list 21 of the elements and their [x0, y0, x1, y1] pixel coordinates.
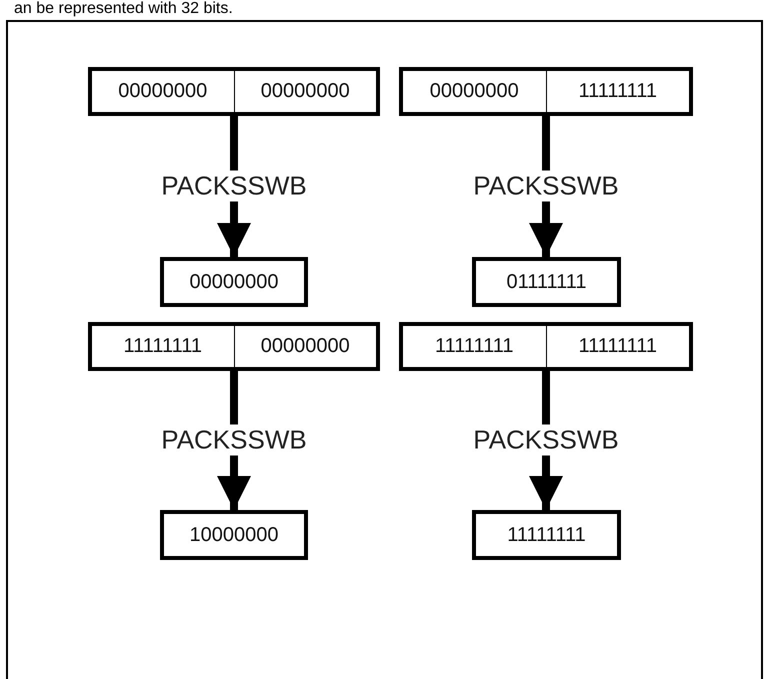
bit-value: 00000000	[234, 71, 376, 112]
register-box	[399, 322, 693, 371]
bit-value: 11111111	[434, 335, 515, 358]
bit-value: 10000000	[188, 524, 280, 546]
result-box	[160, 257, 308, 307]
bit-value: 01111111	[505, 270, 588, 294]
result-box	[472, 510, 621, 560]
bit-value: 11111111	[506, 524, 587, 546]
text-note: an be represented with 32 bits.	[14, 0, 233, 18]
register-box	[399, 67, 693, 116]
result-box	[160, 510, 308, 560]
bit-value: 00000000	[188, 270, 280, 294]
bit-value: 11111111	[122, 335, 204, 358]
bit-value: 11111111	[546, 326, 689, 367]
register-box	[88, 67, 380, 116]
bit-value: 11111111	[546, 71, 689, 112]
bit-value: 00000000	[117, 80, 208, 103]
bit-value: 00000000	[428, 80, 520, 103]
result-box	[472, 257, 621, 307]
register-box	[88, 322, 380, 371]
bit-value: 00000000	[234, 326, 376, 367]
